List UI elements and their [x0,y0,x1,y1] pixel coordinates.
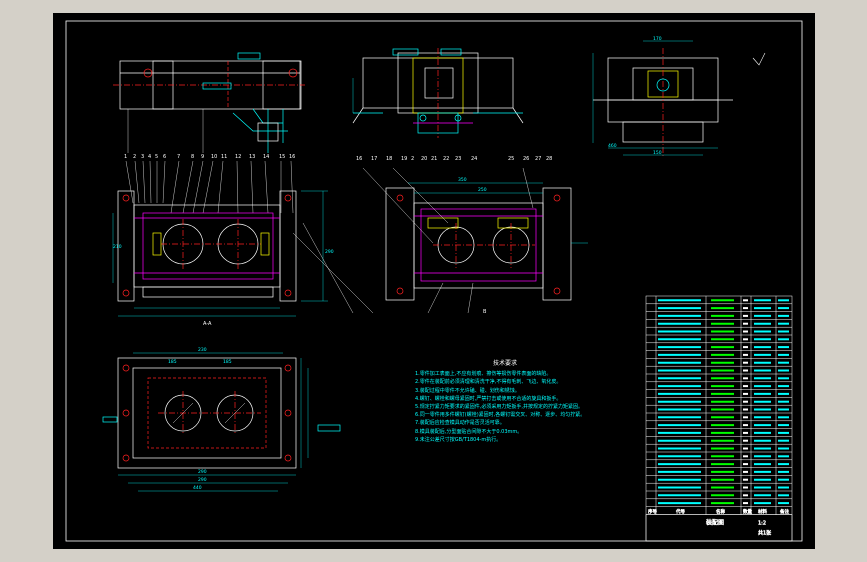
dimension-value: 185 [223,359,232,365]
balloon-number: 20 [421,156,427,162]
balloon-number: 5 [155,154,158,160]
balloon-number: 22 [443,156,449,162]
note-line: 9.未注公差尺寸按GB/T1804-m执行。 [415,436,502,443]
balloon-number: 18 [386,156,392,162]
note-line: 1.零件加工表面上,不应有划痕、擦伤等损伤零件表面的缺陷。 [415,371,552,378]
section-label-a: A-A [203,321,212,327]
balloon-row-middle: 16 17 18 19 2 20 21 22 23 24 25 26 27 28 [356,156,552,162]
balloon-number: 28 [546,156,552,162]
balloon-number: 7 [177,154,180,160]
note-line: 2.零件在装配前必须清理和清洗干净,不得有毛刺、飞边、氧化皮。 [415,379,562,386]
bom-header-cell: 名称 [716,508,725,515]
dimension-value: 210 [113,244,122,250]
note-line: 7.装配后应检查模具动作是否灵活可靠。 [415,420,505,427]
balloon-number: 27 [535,156,541,162]
dimension-value: 290 [198,469,207,475]
title-sheet: 共1张 [758,530,771,537]
dimension-value: 350 [458,177,467,183]
dimension-value: 185 [168,359,177,365]
bom-header-cell: 序号 [648,508,657,515]
bom-header-cell: 代号 [676,508,685,515]
balloon-number: 13 [249,154,255,160]
balloon-number: 11 [221,154,227,160]
dimension-value: 440 [193,485,202,491]
balloon-number: 8 [191,154,194,160]
middle-left-section [112,190,374,317]
balloon-number: 19 [401,156,407,162]
note-line: 3.装配过程中零件不允许磕、碰、划伤和锈蚀。 [415,387,520,394]
balloon-number: 25 [508,156,514,162]
balloon-number: 17 [371,156,377,162]
balloon-number: 16 [356,156,362,162]
balloon-leaders-top [125,160,294,214]
balloon-number: 9 [201,154,204,160]
dimension-value: 290 [198,477,207,483]
balloon-number: 21 [431,156,437,162]
top-right-detail [592,40,766,158]
notes-title: 技术要求 [492,360,517,367]
balloon-number: 15 [279,154,285,160]
bom-header-cell: 数量 [743,508,752,515]
note-line: 5.规定拧紧力矩要求的紧固件,必须采用力矩扳手,并按规定的拧紧力矩紧固。 [415,404,583,411]
dimension-value: 290 [325,249,334,255]
bill-of-materials: 序号 代号 名称 数量材料 备注装配图 1:2 共1张 [645,295,793,542]
title-drawing-name: 装配图 [706,519,724,527]
drawing-border [65,20,803,542]
balloon-number: 26 [523,156,529,162]
dimension-value: 230 [198,347,207,353]
balloon-number: 10 [211,154,217,160]
dimension-value: 460 [608,143,617,149]
balloon-number: 14 [263,154,269,160]
balloon-number: 12 [235,154,241,160]
dimension-value: 170 [653,36,662,42]
bom-header-cell: 材料 [758,508,767,515]
balloon-number: 2 [133,154,136,160]
title-scale: 1:2 [758,521,766,527]
balloon-number: 3 [141,154,144,160]
balloon-number: 4 [148,154,151,160]
bottom-plan-view [102,352,341,492]
dimension-value: 250 [478,187,487,193]
balloon-number: 16 [289,154,295,160]
balloon-number: 6 [163,154,166,160]
dimension-value: 150 [653,150,662,156]
technical-notes: 技术要求 1.零件加工表面上,不应有划痕、擦伤等损伤零件表面的缺陷。2.零件在装… [415,360,595,444]
notes-list: 1.零件加工表面上,不应有划痕、擦伤等损伤零件表面的缺陷。2.零件在装配前必须清… [415,370,595,444]
note-line: 4.螺钉、螺栓和螺母紧固时,严禁打击或使用不合适的旋具和扳手。 [415,395,562,402]
balloon-number: 1 [124,154,127,160]
balloon-number: 23 [455,156,461,162]
top-middle-view [352,48,524,138]
title-block [645,514,793,542]
balloon-number: 2 [411,156,414,162]
view-labels: A-A B [203,309,487,327]
section-label-b: B [483,309,487,315]
note-line: 6.同一零件用多件螺钉(螺栓)紧固时,各螺钉需交叉、对称、逐步、均匀拧紧。 [415,412,586,419]
middle-section-view [362,167,588,314]
balloon-number: 24 [471,156,477,162]
note-line: 8.模具装配后,分型面贴合间隙不大于0.03mm。 [415,428,523,435]
top-left-view [113,52,305,153]
bom-header-cell: 备注 [780,508,789,515]
